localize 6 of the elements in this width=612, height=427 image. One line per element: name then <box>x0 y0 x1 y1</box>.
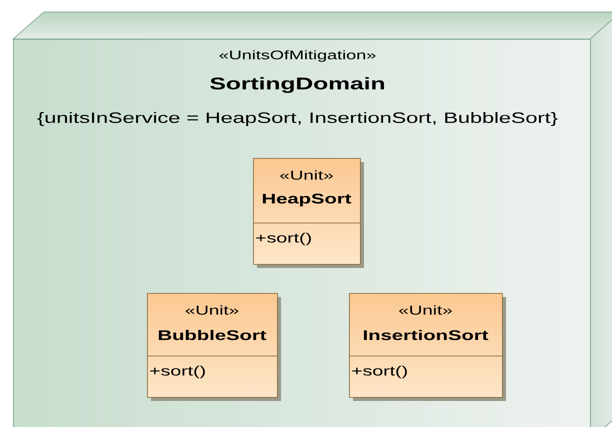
class-box: «Unit» BubbleSort +sort() <box>146 293 281 401</box>
class-box: «Unit» HeapSort +sort() <box>252 158 364 268</box>
node-title: SortingDomain <box>210 77 384 93</box>
class-box: «Unit» InsertionSort +sort() <box>348 293 506 401</box>
stereotype-label: «UnitsOfMitigation» <box>219 50 376 62</box>
constraint-label: {unitsInService = HeapSort, InsertionSort, BubbleSort} <box>37 112 558 126</box>
